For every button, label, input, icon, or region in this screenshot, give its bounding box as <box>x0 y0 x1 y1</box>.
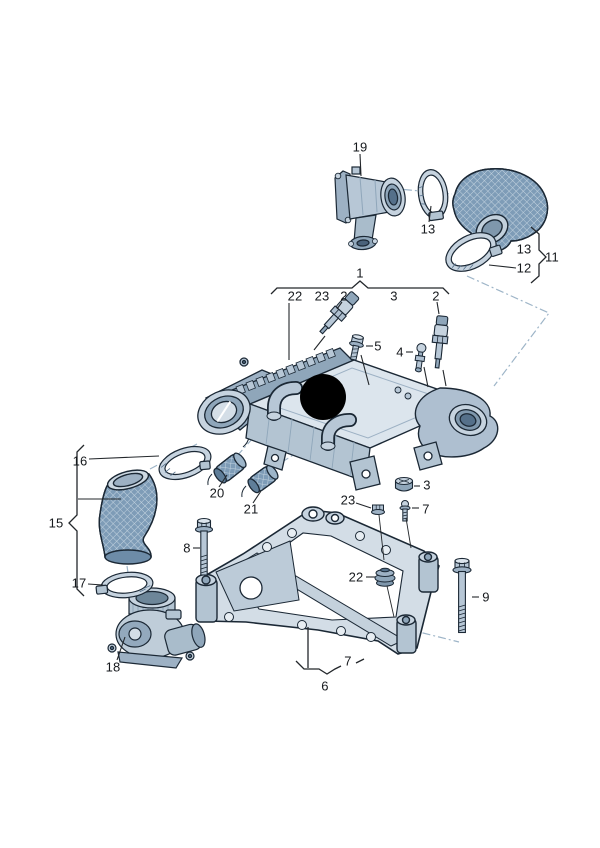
callout-17: 17 <box>71 575 87 591</box>
callout-7: 7 <box>422 501 430 517</box>
callout-18: 18 <box>105 659 121 675</box>
callout-3: 3 <box>423 477 431 493</box>
callout-20: 20 <box>209 485 225 501</box>
callout-5: 5 <box>374 338 382 354</box>
leader-lines <box>78 153 517 661</box>
bracket-6 <box>295 658 365 675</box>
callout-13: 13 <box>420 221 436 237</box>
hose-20 <box>207 436 250 486</box>
group-brackets <box>68 226 547 675</box>
callout-7: 7 <box>344 653 352 669</box>
hose-clamp-17 <box>95 571 154 599</box>
hose-21 <box>241 447 285 498</box>
bolt-5 <box>349 334 364 361</box>
bolt-8 <box>194 517 214 576</box>
hose-clamp-12 <box>445 232 503 272</box>
callout-23: 23 <box>340 492 356 508</box>
nut-23 <box>371 504 385 515</box>
grommet-22 <box>374 567 396 587</box>
sensor-2-right <box>431 315 449 369</box>
callout-1: 1 <box>356 265 364 281</box>
callout-23: 23 <box>314 288 330 304</box>
hose-clamp-16 <box>158 445 212 481</box>
subframe <box>195 506 440 655</box>
callout-21: 21 <box>243 501 259 517</box>
callout-11: 11 <box>545 249 559 265</box>
callout-22: 22 <box>348 569 364 585</box>
elbow-hose-15 <box>98 469 158 565</box>
callout-19: 19 <box>352 139 368 155</box>
callout-9: 9 <box>482 589 490 605</box>
throttle-body <box>107 587 206 669</box>
callout-8: 8 <box>183 540 191 556</box>
bracket-11 <box>530 226 547 284</box>
redaction-circle <box>300 374 346 420</box>
bolt-9 <box>452 557 472 634</box>
callout-15: 15 <box>48 515 64 531</box>
hose-clamp-13 <box>417 169 449 222</box>
intercooler-assembly <box>197 347 499 491</box>
callout-22: 22 <box>287 288 303 304</box>
callout-4: 4 <box>396 344 404 360</box>
sensor-2-left <box>319 291 360 335</box>
pipe-19 <box>334 166 406 251</box>
bracket-1 <box>270 280 450 295</box>
callout-13: 13 <box>516 241 532 257</box>
grommet-3 <box>394 476 414 492</box>
fitting-4 <box>414 343 427 373</box>
callout-2: 2 <box>340 288 348 304</box>
callout-16: 16 <box>72 453 88 469</box>
callout-12: 12 <box>516 260 532 276</box>
callout-3: 3 <box>390 288 398 304</box>
callout-2: 2 <box>432 288 440 304</box>
stud-7 <box>399 500 411 522</box>
bracket-15 <box>68 444 85 597</box>
callout-6: 6 <box>321 678 329 694</box>
